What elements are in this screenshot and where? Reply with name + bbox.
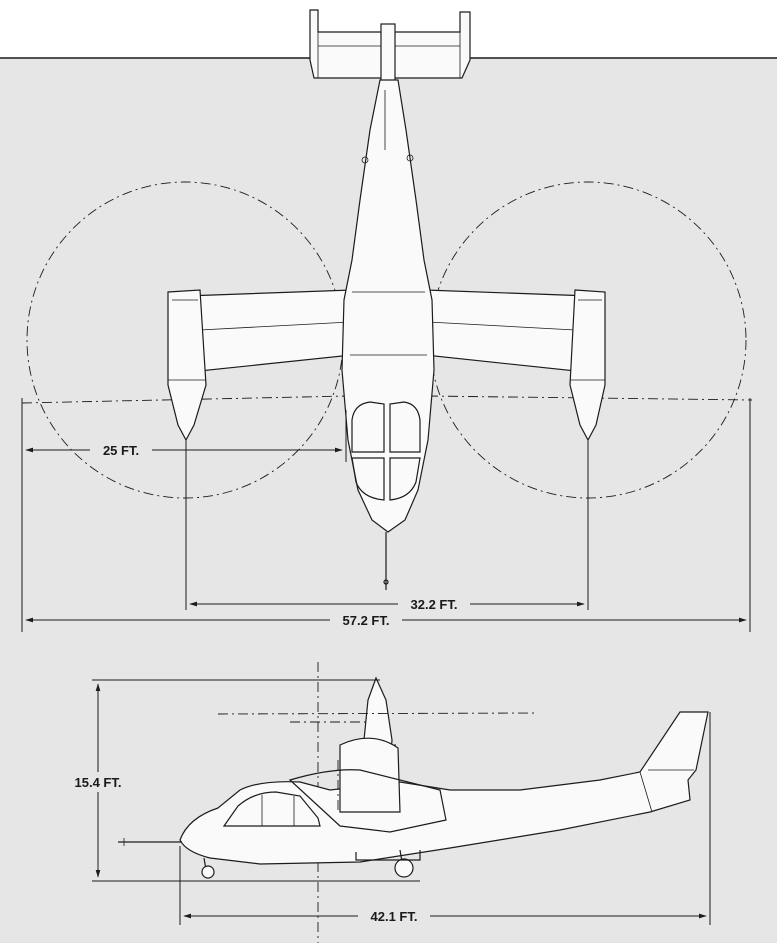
- height-label: 15.4 FT.: [75, 775, 122, 790]
- horizontal-tail: [309, 9, 471, 97]
- length-label: 42.1 FT.: [371, 909, 418, 924]
- top-view-dimensions: 25 FT. 32.2 FT. 57.2 FT.: [21, 398, 751, 632]
- landing-gear: [201, 849, 421, 879]
- right-nacelle: [569, 289, 606, 442]
- side-rotor-blade-line: [217, 712, 537, 715]
- wing: [184, 289, 591, 373]
- side-canopy: [222, 791, 321, 827]
- rotor-spacing-label: 32.2 FT.: [411, 597, 458, 612]
- fuselage: [341, 79, 435, 590]
- side-view: 15.4 FT. 42.1 FT.: [64, 662, 711, 943]
- side-nacelle: [339, 737, 401, 813]
- rotor-radius-label: 25 FT.: [103, 443, 139, 458]
- left-nacelle: [167, 289, 207, 442]
- overall-span-label: 57.2 FT.: [343, 613, 390, 628]
- side-wing-fairing: [288, 769, 447, 833]
- top-view: 25 FT. 32.2 FT. 57.2 FT.: [21, 9, 753, 632]
